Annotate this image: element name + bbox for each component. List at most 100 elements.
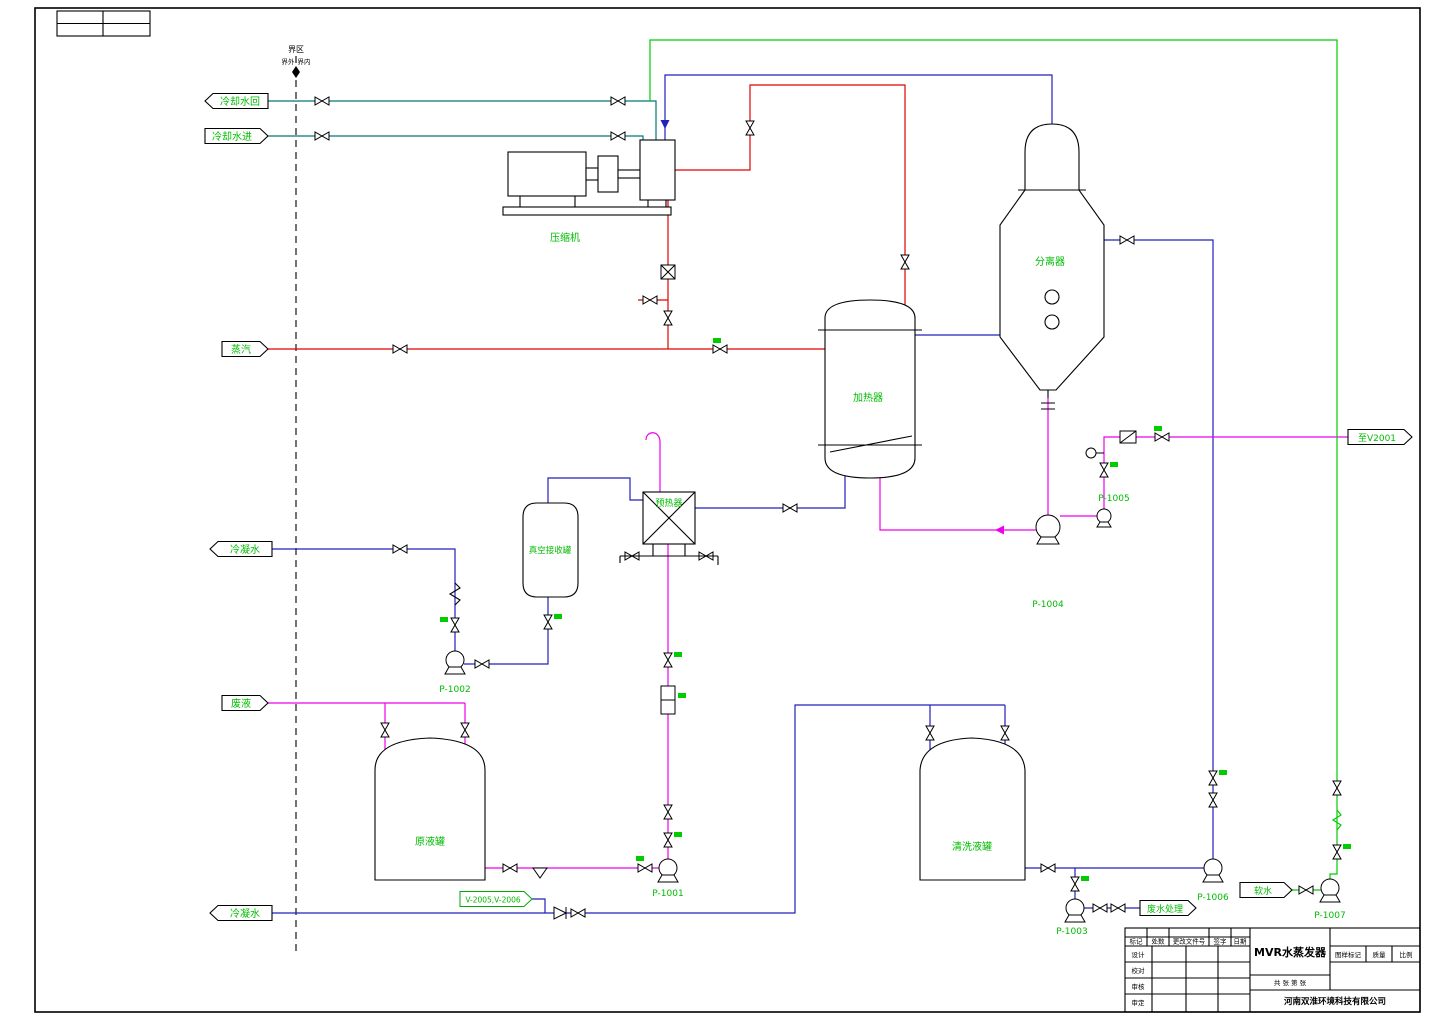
valve-icon [1332,844,1342,860]
tag-icon [1081,876,1089,881]
vacuum-tank-label: 真空接收罐 [529,545,572,556]
cleaning-tank-body [919,737,1026,881]
flow-meter-icon [660,685,676,715]
sight-glass-icon [1044,314,1060,330]
filter-icon [1119,430,1137,444]
valve-icon [392,344,408,354]
piping-steam [268,84,906,350]
valve-icon [1332,780,1342,796]
piping-condensate [272,74,1214,914]
valve-icon [1208,770,1218,786]
tb-review: 审核 [1132,982,1146,991]
valve-icon [925,725,935,741]
tb-design: 设计 [1132,950,1146,959]
boundary-label: 界区 [288,45,304,54]
stream-flag-to-v2001: 至V2001 [1347,428,1413,446]
valve-icon [474,659,490,669]
equipment-raw-tank: 原液罐 [374,737,486,881]
tag-icon [678,693,686,698]
equipment-preheater: 预热器 [642,491,696,545]
tb-sheets: 共 张 第 张 [1274,978,1307,987]
tag-icon [636,856,644,861]
compressor-body [639,139,676,201]
tag-icon [1110,462,1118,467]
boundary-diamond-icon [292,66,300,78]
stream-flag-cooling-water-return: 冷却水回 [204,92,269,110]
stream-flag-vessel-tag: V-2005,V-2006 [459,891,533,907]
compressor-motor [507,151,587,197]
pump-p1005 [1096,508,1112,528]
flow-arrow-icon [995,525,1004,535]
pump-p1005-label: P-1005 [1098,494,1129,504]
stream-flags: 冷却水回 冷却水进 蒸汽 冷凝水 废液 冷凝水 至V2001 废水处理 [204,92,1413,922]
stream-flag-steam: 蒸汽 [221,340,269,358]
check-valve-icon [553,906,568,920]
boundary-left-label: 界外 [282,57,296,66]
pump-p1004-label: P-1004 [1032,600,1064,610]
compressor-label: 压缩机 [550,231,580,244]
instrument-tags [440,338,1351,881]
stream-label: 冷却水回 [220,95,260,108]
stream-label: 至V2001 [1358,433,1396,444]
stream-flag-soft-water: 软水 [1239,881,1293,899]
equipment-separator: 分离器 [999,123,1105,398]
raw-tank-label: 原液罐 [415,835,445,848]
valve-icon [712,344,728,354]
pump-p1001 [657,858,679,883]
tag-icon [674,652,682,657]
pump-p1007 [1319,878,1341,903]
tb-sign: 签字 [1214,937,1228,946]
valve-icon [1154,432,1170,442]
piping-cooling-water [268,100,657,140]
heater-label: 加热器 [853,391,883,404]
stream-flag-waste-liquid: 废液 [221,694,269,712]
separator-label: 分离器 [1035,255,1065,268]
tb-change-doc: 更改文件号 [1173,937,1206,946]
tag-icon [713,338,721,343]
valve-icon [543,614,553,630]
heater-body [824,299,916,479]
tb-scale: 比例 [1400,950,1413,959]
tb-check: 校对 [1132,966,1146,975]
stream-label: 冷却水进 [212,130,252,143]
pump-p1007-label: P-1007 [1314,911,1345,921]
drawing-frame [34,7,1421,1013]
valves [314,96,1351,920]
stream-flag-cooling-water-supply: 冷却水进 [204,127,269,145]
valve-icon [502,863,518,873]
y-strainer-icon [532,867,548,879]
drain-manifold [619,544,719,565]
drawing-title: MVR水蒸发器 [1254,945,1327,959]
valve-icon [314,96,330,106]
pump-p1004 [1035,514,1061,545]
stream-label: 冷凝水 [230,907,260,920]
tag-icon [1343,844,1351,849]
pump-p1003 [1064,898,1086,923]
border [34,7,1421,1013]
valve-icon [450,617,460,633]
valve-icon [745,120,755,136]
stream-label: 冷凝水 [230,543,260,556]
stream-label: 蒸汽 [231,343,251,356]
stream-label: 废水处理 [1147,903,1183,915]
sight-glass-icon [1044,289,1060,305]
valve-icon [380,722,390,738]
valve-icon [642,295,658,305]
pump-p1006-label: P-1006 [1197,893,1229,903]
valve-icon [1208,792,1218,808]
compressor-gearbox [597,155,619,193]
pressure-gauge-icon [1085,447,1104,459]
flow-arrow-icon [660,120,670,129]
tb-weight: 质量 [1373,950,1387,959]
valve-icon [1119,235,1135,245]
pump-p1006 [1202,858,1224,883]
tag-icon [1219,770,1227,775]
tb-approve: 审定 [1132,998,1146,1007]
tb-drawing-mark: 图样标记 [1335,950,1362,959]
valve-icon [314,131,330,141]
valve-icon [1099,462,1109,478]
valve-icon [1000,725,1010,741]
pump-p1002-label: P-1002 [439,685,470,695]
valve-icon [1298,885,1314,895]
